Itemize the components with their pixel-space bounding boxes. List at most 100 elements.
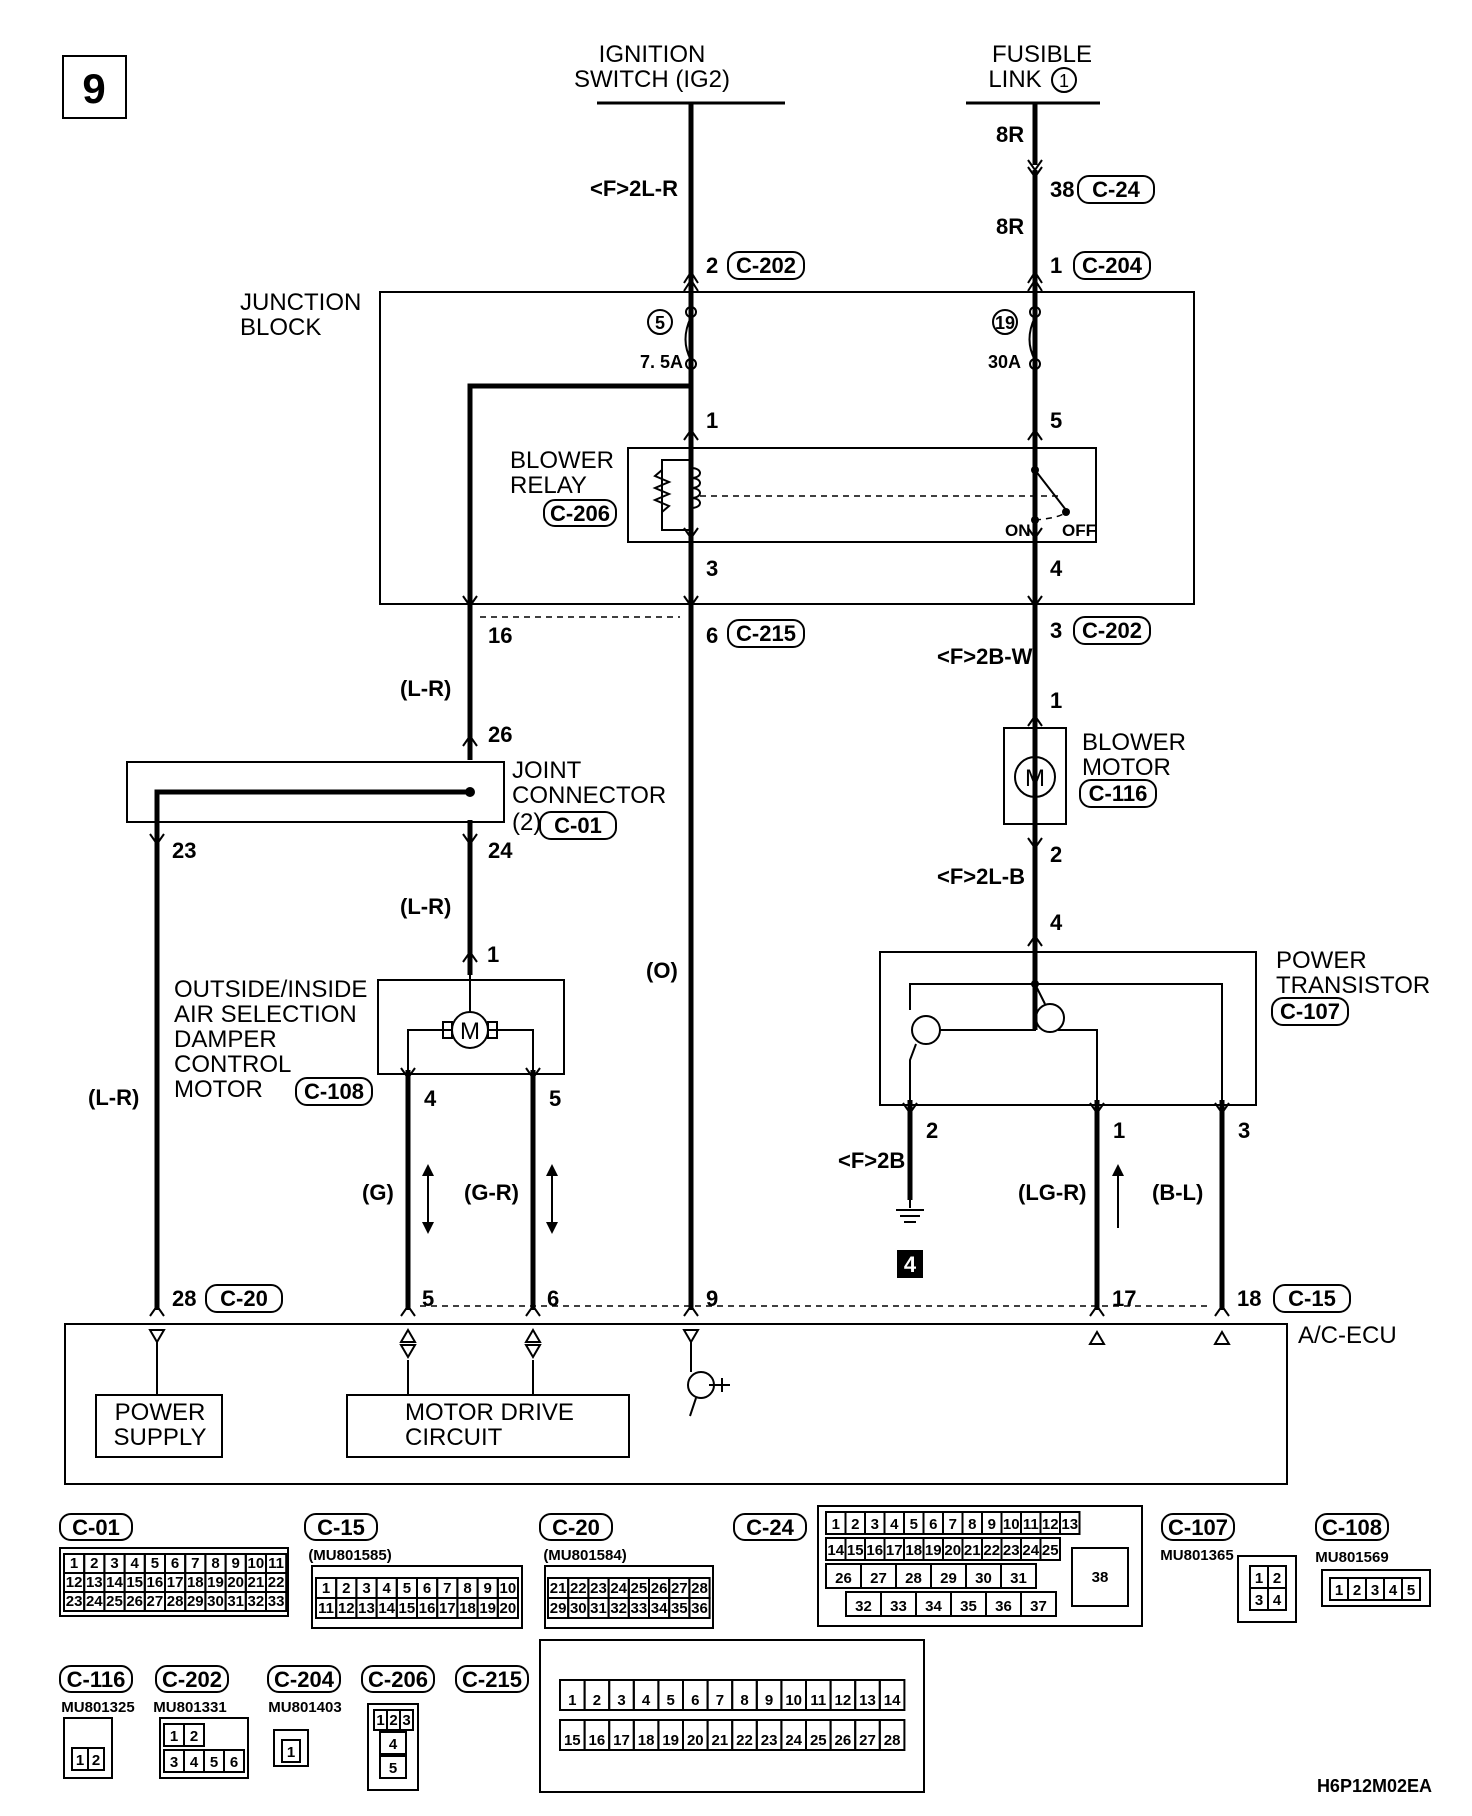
diagram-code: H6P12M02EA — [1317, 1776, 1432, 1796]
svg-text:OUTSIDE/INSIDE: OUTSIDE/INSIDE — [174, 976, 367, 1003]
svg-text:<F>2B-W: <F>2B-W — [937, 644, 1033, 669]
svg-text:C-108: C-108 — [304, 1079, 364, 1104]
connector-cell: 2 — [593, 1692, 601, 1709]
connector-cell: 6 — [230, 1754, 238, 1771]
connector-cell: 20 — [227, 1574, 244, 1591]
connector-cell: 12 — [1042, 1516, 1059, 1533]
connector-cell: 10 — [1003, 1516, 1020, 1533]
c15-part: (MU801585) — [308, 1547, 391, 1564]
svg-text:8R: 8R — [996, 214, 1024, 239]
svg-text:18: 18 — [1237, 1286, 1261, 1311]
svg-text:JOINT: JOINT — [512, 757, 582, 784]
connector-cell: 20 — [944, 1542, 961, 1559]
svg-text:1: 1 — [1059, 71, 1069, 91]
svg-text:POWER: POWER — [115, 1399, 206, 1426]
connector-cell: 10 — [785, 1692, 802, 1709]
connector-cell: 1 — [1255, 1570, 1263, 1587]
connector-cell: 5 — [151, 1555, 159, 1572]
svg-text:MOTOR: MOTOR — [1082, 754, 1171, 781]
connector-cell: 19 — [207, 1574, 224, 1591]
connector-cell: 20 — [687, 1732, 704, 1749]
connector-cell: 26 — [835, 1732, 852, 1749]
connector-cell: 16 — [866, 1542, 883, 1559]
connector-cell: 9 — [484, 1580, 492, 1597]
page-number: 9 — [82, 65, 105, 112]
connector-cell: 33 — [890, 1598, 907, 1615]
connector-cell: 27 — [147, 1593, 164, 1610]
connector-cell: 14 — [378, 1600, 395, 1617]
connector-cell: 5 — [1407, 1582, 1415, 1599]
connector-cell: 2 — [92, 1752, 100, 1769]
blower-relay: BLOWER RELAY C-206 ON OFF — [510, 447, 1097, 543]
connector-cell: 7 — [191, 1555, 199, 1572]
svg-text:AIR SELECTION: AIR SELECTION — [174, 1001, 357, 1028]
connector-cell: 34 — [651, 1600, 668, 1617]
joint-connector: JOINT CONNECTOR (2) C-01 — [126, 757, 666, 840]
c202-part: MU801331 — [153, 1699, 226, 1716]
connector-cell: 15 — [126, 1574, 143, 1591]
connector-cell: 5 — [389, 1760, 397, 1777]
svg-text:(G): (G) — [362, 1180, 394, 1205]
connector-cell: 21 — [964, 1542, 981, 1559]
connector-cell: 29 — [550, 1600, 567, 1617]
connector-cell: 17 — [167, 1574, 184, 1591]
c204-tag: C-204 — [274, 1667, 335, 1692]
connector-cell: 34 — [925, 1598, 942, 1615]
svg-text:4: 4 — [1050, 556, 1063, 581]
wire-lr-branch — [467, 383, 691, 760]
svg-text:(L-R): (L-R) — [88, 1085, 139, 1110]
connector-cell: 8 — [740, 1692, 748, 1709]
connector-cell: 22 — [570, 1580, 587, 1597]
svg-text:3: 3 — [1050, 618, 1062, 643]
svg-text:M: M — [1025, 765, 1045, 792]
connector-cell: 28 — [167, 1593, 184, 1610]
ac-ecu: A/C-ECU POWER SUPPLY MOTOR DRIVE CIRCUIT — [64, 1322, 1397, 1485]
connector-cell: 26 — [126, 1593, 143, 1610]
c108-tag: C-108 — [1322, 1515, 1382, 1540]
connector-cell: 7 — [716, 1692, 724, 1709]
wires — [154, 103, 1225, 1395]
svg-text:5: 5 — [422, 1286, 434, 1311]
svg-text:<F>2L-B: <F>2L-B — [937, 864, 1025, 889]
connector-cell: 1 — [568, 1692, 576, 1709]
connector-cell: 28 — [905, 1570, 922, 1587]
connector-cell: 25 — [106, 1593, 123, 1610]
svg-text:6: 6 — [547, 1286, 559, 1311]
connector-cell: 32 — [855, 1598, 872, 1615]
fusible-link-label: FUSIBLE LINK 1 — [966, 41, 1100, 105]
svg-text:<F>2B: <F>2B — [838, 1148, 905, 1173]
connector-cell: 1 — [70, 1555, 78, 1572]
svg-text:C-206: C-206 — [550, 501, 610, 526]
svg-text:BLOWER: BLOWER — [510, 447, 614, 474]
connector-cell: 18 — [187, 1574, 204, 1591]
c206-row3: 5 — [379, 1755, 407, 1779]
connector-cell: 3 — [362, 1580, 370, 1597]
svg-text:ON: ON — [1005, 521, 1031, 540]
connector-cell: 6 — [691, 1692, 699, 1709]
svg-text:BLOWER: BLOWER — [1082, 729, 1186, 756]
connector-cell: 17 — [886, 1542, 903, 1559]
connector-cell: 30 — [207, 1593, 224, 1610]
pin-numbers: 38 C-24 2 C-202 1 C-204 1 5 3 4 16 6 C-2… — [172, 175, 1351, 1313]
connector-cell: 3 — [1371, 1582, 1379, 1599]
connector-cell: 37 — [1030, 1598, 1047, 1615]
connector-cell: 30 — [975, 1570, 992, 1587]
connector-cell: 14 — [884, 1692, 901, 1709]
connector-cell: 8 — [211, 1555, 219, 1572]
connector-cell: 1 — [287, 1744, 295, 1761]
connector-cell: 6 — [171, 1555, 179, 1572]
connector-cell: 4 — [890, 1516, 899, 1533]
c24-big: 38 — [1092, 1569, 1109, 1586]
svg-text:1: 1 — [1050, 688, 1062, 713]
connector-cell: 25 — [1042, 1542, 1059, 1559]
svg-text:(LG-R): (LG-R) — [1018, 1180, 1086, 1205]
svg-text:(L-R): (L-R) — [400, 894, 451, 919]
svg-text:2: 2 — [926, 1118, 938, 1143]
c116-tag: C-116 — [67, 1667, 126, 1692]
svg-text:8R: 8R — [996, 122, 1024, 147]
svg-text:1: 1 — [487, 942, 499, 967]
